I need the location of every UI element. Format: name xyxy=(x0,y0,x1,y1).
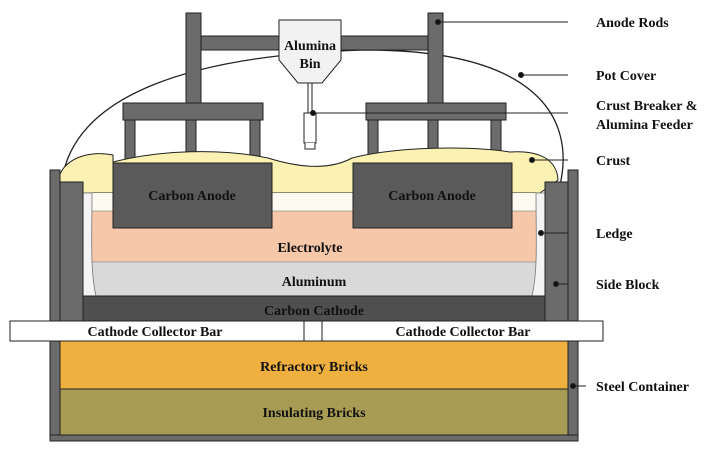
callout-leaders xyxy=(310,19,586,389)
steel-wall-left xyxy=(49,169,61,441)
crust-breaker-tip xyxy=(304,143,316,150)
steel-container-bottom xyxy=(49,434,579,442)
aluminum-label: Aluminum xyxy=(282,275,347,290)
crust-breaker-shaft xyxy=(307,82,313,114)
callout-pot-cover: Pot Cover xyxy=(596,69,656,84)
alumina-bin-label-1: Alumina xyxy=(284,39,336,54)
carbon-anode-left xyxy=(112,162,273,229)
ledge-right xyxy=(531,192,546,297)
side-block-right xyxy=(544,181,569,322)
alumina-bin-label-2: Bin xyxy=(299,57,320,72)
callout-anode-rods: Anode Rods xyxy=(596,16,669,31)
callout-crust-breaker-1: Crust Breaker & xyxy=(596,99,697,114)
refractory-bricks xyxy=(59,340,569,390)
callout-crust-breaker-2: Alumina Feeder xyxy=(596,118,693,133)
steel-wall-right xyxy=(567,169,579,441)
carbon-anode-right xyxy=(352,162,513,229)
crust-breaker-head xyxy=(303,112,317,144)
cathode-collector-bar-left-label: Cathode Collector Bar xyxy=(87,325,222,340)
ledge-left xyxy=(82,192,97,297)
anode-rod-left xyxy=(185,12,202,106)
callout-ledge: Ledge xyxy=(596,227,633,242)
carbon-anode-right-label: Carbon Anode xyxy=(388,189,476,204)
insulating-bricks xyxy=(59,388,569,436)
callout-crust: Crust xyxy=(596,154,631,169)
carbon-anode-left-label: Carbon Anode xyxy=(148,189,236,204)
refractory-bricks-label: Refractory Bricks xyxy=(260,360,368,375)
carbon-cathode-label: Carbon Cathode xyxy=(264,304,364,319)
electrolyte-label: Electrolyte xyxy=(277,241,342,256)
anode-hanger-bar-right xyxy=(365,102,507,121)
insulating-bricks-label: Insulating Bricks xyxy=(262,406,366,421)
side-block-left xyxy=(59,181,84,322)
anode-rod-right xyxy=(427,12,444,106)
anode-hanger-bar-left xyxy=(122,102,264,121)
alumina-bin xyxy=(278,19,342,84)
callout-steel-container: Steel Container xyxy=(596,380,689,395)
callout-side-block: Side Block xyxy=(596,278,660,293)
cathode-collector-bar-right-label: Cathode Collector Bar xyxy=(395,325,530,340)
